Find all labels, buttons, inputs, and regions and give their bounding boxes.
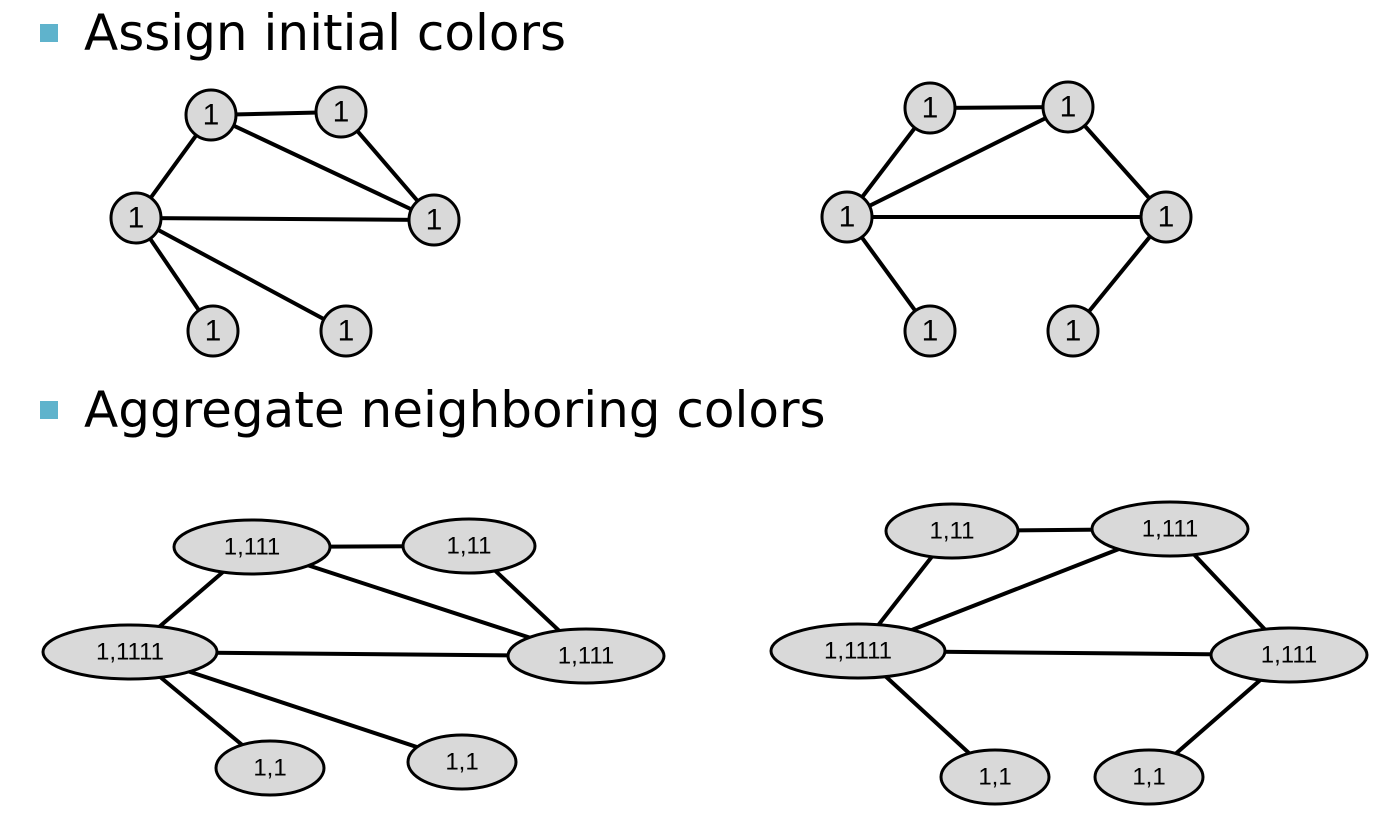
node-shape: [506, 627, 666, 685]
graph-edge: [135, 216, 435, 222]
node-label: 1: [1158, 201, 1175, 234]
graph-node: 1: [319, 304, 373, 358]
node-label: 1: [128, 202, 145, 235]
graph-node: 1: [407, 193, 461, 247]
graph-g1-aggregated: 1,111 1,11 1,1111 1,111 1,1 1,1: [41, 517, 666, 797]
node-shape: [214, 739, 326, 797]
node-label: 1: [205, 315, 222, 348]
graph-node: 1: [1139, 190, 1193, 244]
node-shape: [903, 304, 957, 358]
node-label: 1,1111: [96, 639, 164, 666]
graph-node: 1: [903, 81, 957, 135]
node-label: 1,1: [978, 764, 1011, 791]
bullet-square-icon: [40, 24, 58, 42]
graph-node: 1,111: [1090, 500, 1250, 558]
graph-node: 1: [109, 191, 163, 245]
graph-node: 1: [186, 304, 240, 358]
node-shape: [314, 85, 368, 139]
graph-g1-initial: 1 1 1 1 1 1: [109, 85, 461, 358]
node-shape: [1090, 500, 1250, 558]
graph-edge: [210, 113, 435, 222]
node-shape: [939, 748, 1051, 806]
graph-node: 1: [314, 85, 368, 139]
node-shape: [109, 191, 163, 245]
graph-node: 1,1: [406, 733, 518, 791]
node-label: 1: [839, 201, 856, 234]
node-shape: [820, 190, 874, 244]
node-shape: [184, 88, 238, 142]
graph-node: 1,1111: [41, 623, 219, 681]
node-label: 1,1: [1132, 764, 1165, 791]
node-shape: [41, 623, 219, 681]
graph-edge: [135, 216, 347, 333]
node-label: 1,1: [445, 749, 478, 776]
graph-node: 1,111: [1209, 626, 1369, 684]
node-shape: [903, 81, 957, 135]
graph-node: 1,1: [939, 748, 1051, 806]
node-shape: [406, 733, 518, 791]
node-shape: [1209, 626, 1369, 684]
node-label: 1: [1060, 91, 1077, 124]
node-label: 1,111: [558, 643, 615, 670]
graph-node: 1,1: [214, 739, 326, 797]
node-label: 1: [922, 315, 939, 348]
graph-node: 1: [820, 190, 874, 244]
bullet-assign-initial-colors: Assign initial colors: [40, 8, 566, 58]
graph-node: 1: [903, 304, 957, 358]
graph-node: 1: [184, 88, 238, 142]
node-label: 1,111: [1142, 516, 1199, 543]
node-shape: [319, 304, 373, 358]
graph-g2-initial: 1 1 1 1 1 1: [820, 80, 1193, 358]
graph-g2-aggregated: 1,11 1,111 1,1111 1,111 1,1 1,1: [769, 500, 1369, 806]
node-shape: [1046, 304, 1100, 358]
node-label: 1,111: [1261, 642, 1318, 669]
graph-node: 1,1: [1093, 748, 1205, 806]
node-shape: [1139, 190, 1193, 244]
node-label: 1,11: [930, 518, 975, 545]
node-shape: [884, 502, 1020, 560]
graph-node: 1: [1046, 304, 1100, 358]
node-label: 1: [338, 315, 355, 348]
graph-node: 1,11: [401, 517, 537, 575]
graph-node: 1,1111: [769, 622, 947, 680]
node-label: 1: [333, 96, 350, 129]
graph-edge: [846, 105, 1069, 219]
node-label: 1: [203, 99, 220, 132]
node-label: 1: [1065, 315, 1082, 348]
bullet-text: Aggregate neighboring colors: [84, 381, 826, 439]
node-label: 1,111: [224, 534, 281, 561]
node-shape: [769, 622, 947, 680]
node-label: 1,11: [447, 533, 492, 560]
bullet-square-icon: [40, 401, 58, 419]
node-label: 1,1: [253, 755, 286, 782]
node-label: 1,1111: [824, 638, 892, 665]
node-shape: [407, 193, 461, 247]
node-shape: [172, 518, 332, 576]
graph-node: 1,11: [884, 502, 1020, 560]
bullet-text: Assign initial colors: [84, 4, 567, 62]
node-shape: [186, 304, 240, 358]
node-label: 1: [426, 204, 443, 237]
node-shape: [1093, 748, 1205, 806]
node-shape: [1041, 80, 1095, 134]
node-label: 1: [922, 92, 939, 125]
node-shape: [401, 517, 537, 575]
graph-node: 1,111: [172, 518, 332, 576]
graph-node: 1,111: [506, 627, 666, 685]
bullet-aggregate-neighboring-colors: Aggregate neighboring colors: [40, 385, 826, 435]
graph-node: 1: [1041, 80, 1095, 134]
